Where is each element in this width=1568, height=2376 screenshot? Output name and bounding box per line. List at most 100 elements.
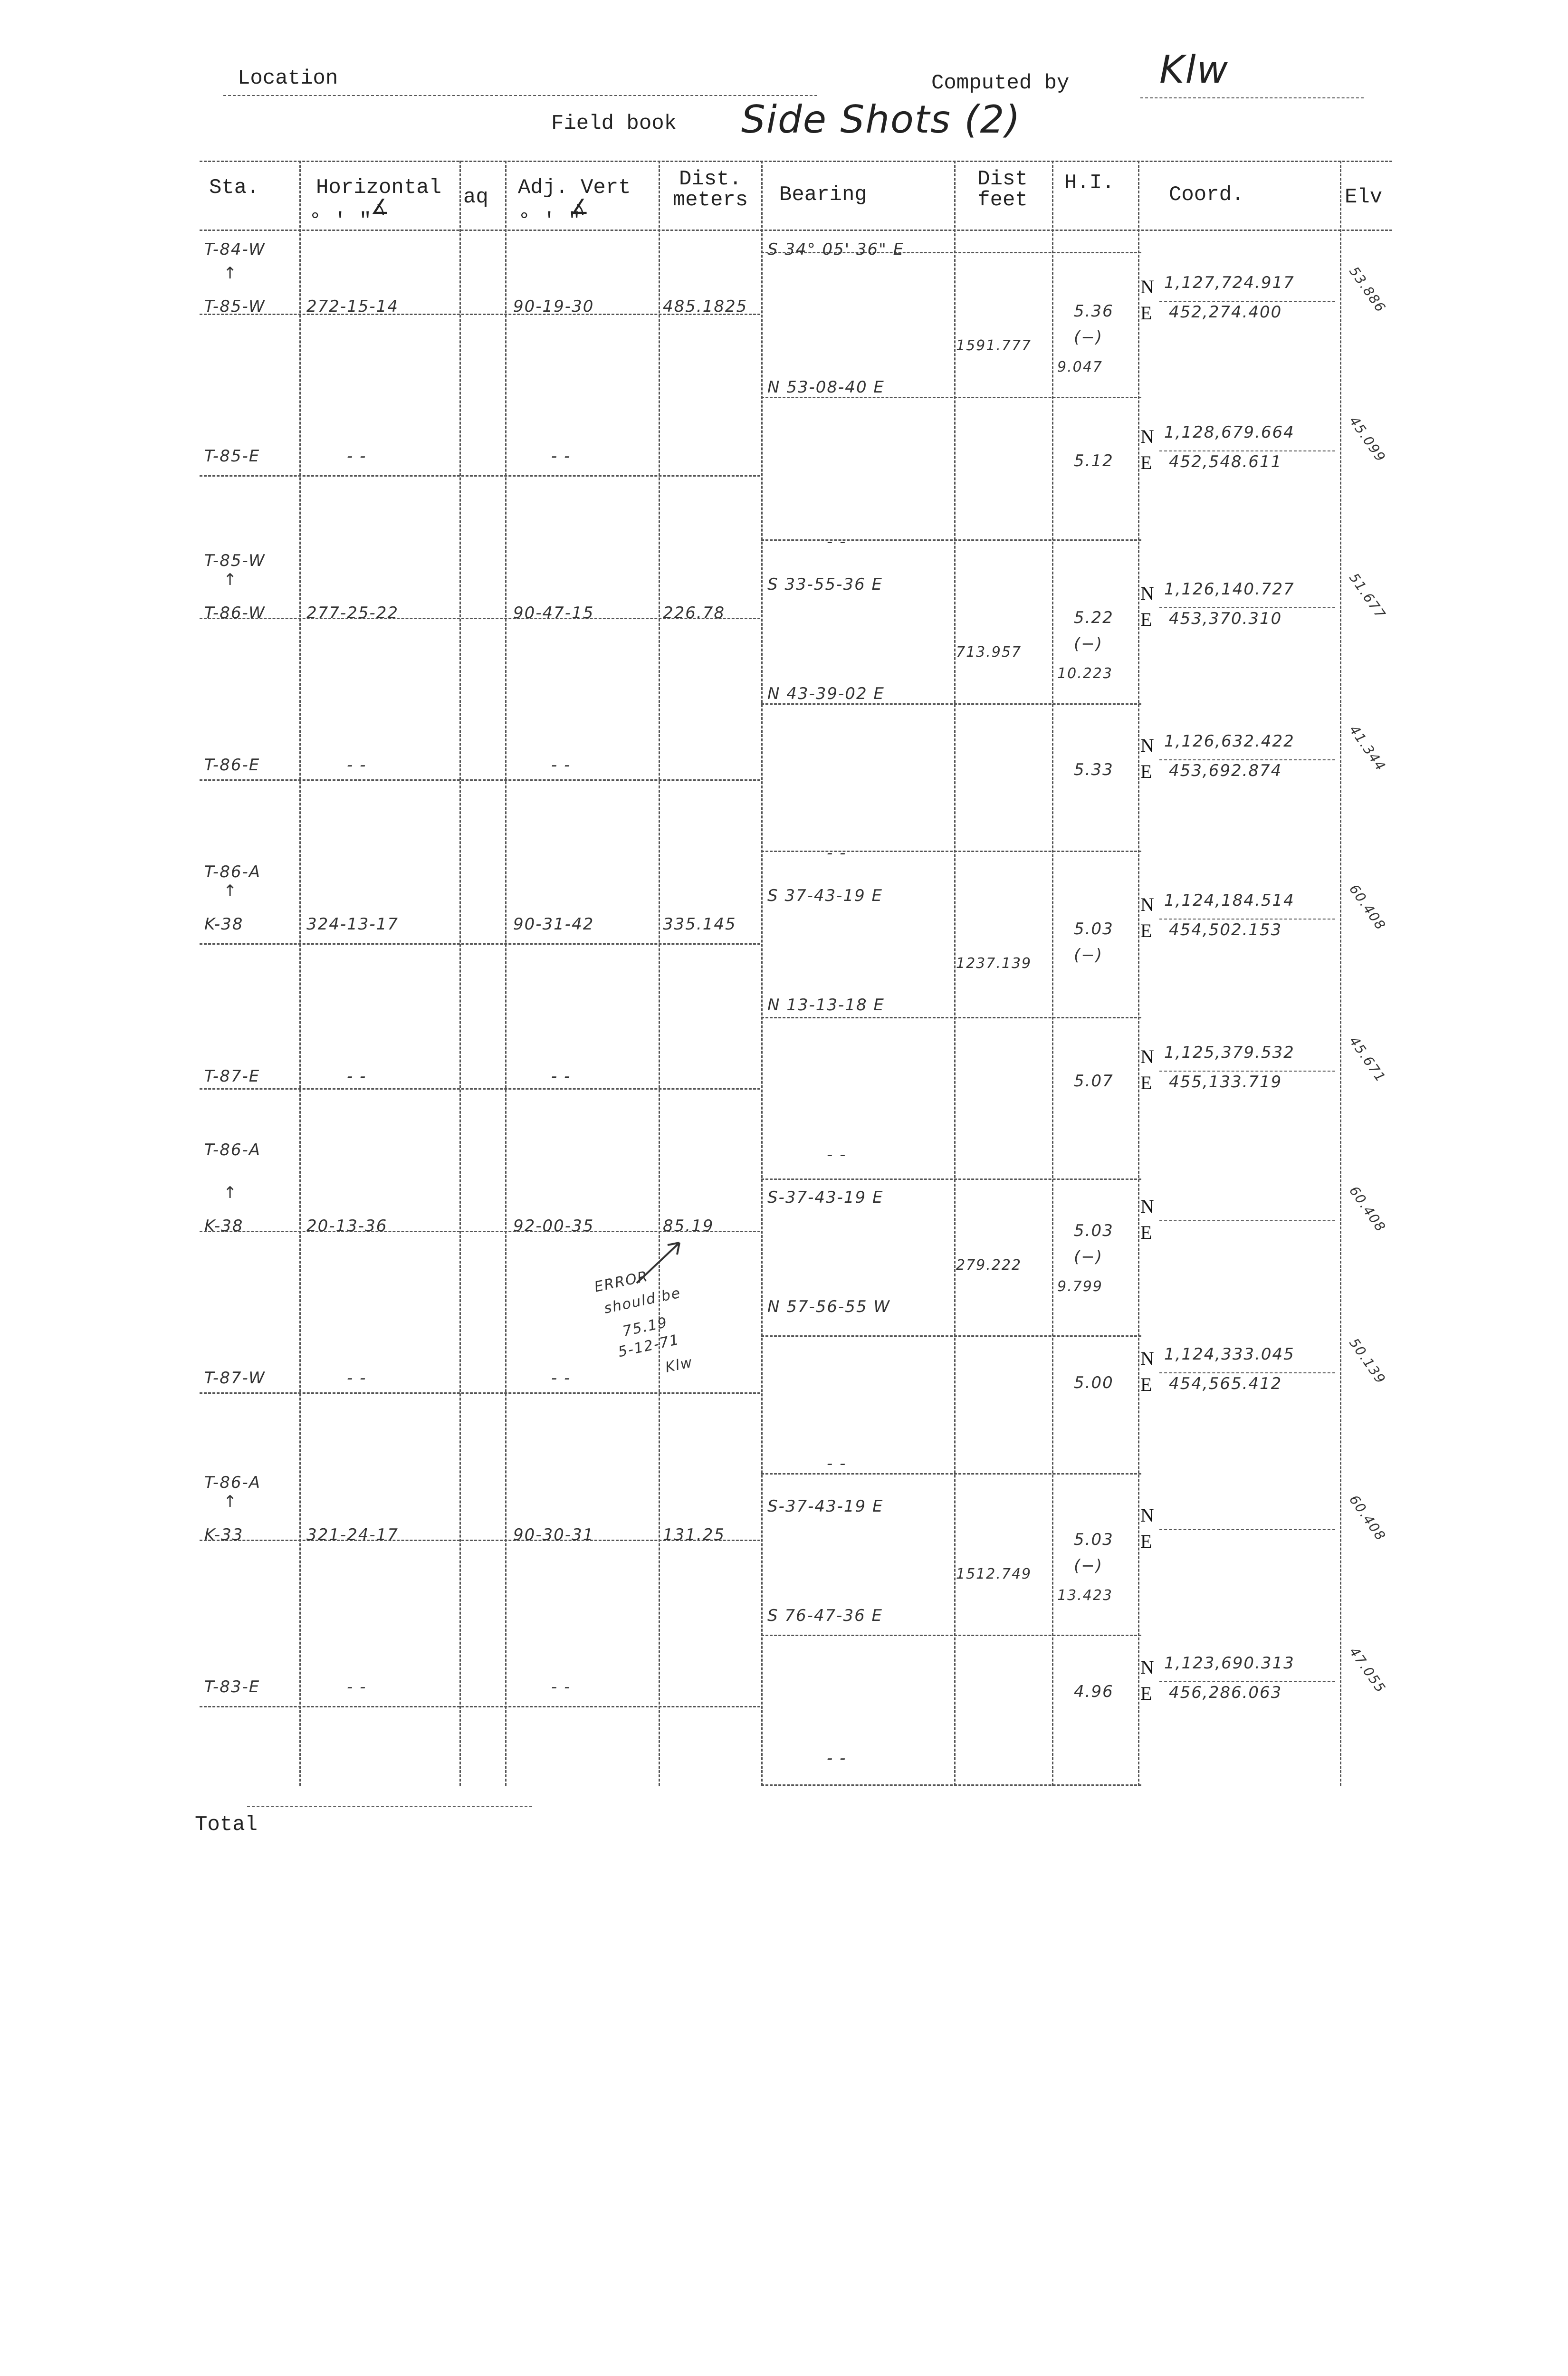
- station-label: K-38: [204, 1217, 244, 1236]
- horizontal-angle: - -: [347, 447, 367, 466]
- column-header-horizontal: Horizontal: [316, 176, 442, 200]
- east-coordinate: 452,548.611: [1169, 452, 1282, 471]
- vertical-angle: 90-47-15: [513, 604, 594, 623]
- elevation: 60.408: [1346, 881, 1389, 934]
- row-divider: [200, 1231, 760, 1232]
- horizontal-angle: - -: [347, 1067, 367, 1086]
- elevation: 53.886: [1346, 264, 1389, 316]
- bearing-back: S 34° 05' 36" E: [767, 240, 905, 259]
- north-label: N: [1140, 583, 1154, 604]
- computed-by-signature: Klw: [1159, 48, 1229, 92]
- east-coordinate: 456,286.063: [1169, 1683, 1282, 1702]
- location-field-line: [223, 95, 817, 96]
- coord-divider: [1159, 1372, 1335, 1373]
- elevation: 45.671: [1346, 1034, 1389, 1086]
- computed-by-field-line: [1140, 97, 1364, 98]
- coord-divider: [1159, 1071, 1335, 1072]
- bearing-forward: N 57-56-55 W: [767, 1297, 890, 1316]
- station-label: T-85-E: [204, 447, 260, 466]
- row-divider: [200, 1088, 760, 1090]
- annotation-arrow-icon: [636, 1242, 680, 1284]
- vertical-angle: 92-00-35: [513, 1217, 594, 1236]
- bearing-divider: [761, 1178, 1141, 1180]
- east-label: E: [1140, 1072, 1152, 1093]
- north-coordinate: 1,124,333.045: [1164, 1345, 1295, 1364]
- bearing-divider: [761, 539, 1141, 541]
- north-label: N: [1140, 1046, 1154, 1067]
- station-label: K-33: [204, 1525, 244, 1544]
- vertical-angle: 90-30-31: [513, 1525, 594, 1544]
- east-label: E: [1140, 452, 1152, 473]
- bearing-divider: [761, 1635, 1141, 1636]
- height-of-instrument: 5.03: [1074, 1221, 1114, 1240]
- bearing-forward: S 76-47-36 E: [767, 1606, 883, 1625]
- distance-meters: 335.145: [663, 915, 736, 934]
- hi-difference: 10.223: [1057, 665, 1113, 682]
- column-header-adj-vert: Adj. Vert: [518, 176, 631, 200]
- column-header-horizontal-units: ° ' ": [309, 209, 372, 233]
- distance-feet: 279.222: [956, 1257, 1022, 1274]
- bearing-forward: N 13-13-18 E: [767, 996, 885, 1015]
- coord-divider: [1159, 1681, 1335, 1682]
- height-of-instrument: 5.00: [1074, 1373, 1114, 1392]
- horizontal-angle: - -: [347, 756, 367, 775]
- elevation: 60.408: [1346, 1492, 1389, 1544]
- east-label: E: [1140, 1222, 1152, 1243]
- arrow-icon: ↑: [223, 264, 238, 283]
- station-label: T-87-E: [204, 1067, 260, 1086]
- station-label: T-85-W: [204, 551, 266, 570]
- row-divider: [200, 1706, 760, 1707]
- table-top-line: [200, 161, 1392, 162]
- vertical-angle: - -: [551, 1369, 571, 1388]
- station-label: T-84-W: [204, 240, 266, 259]
- bearing-divider: [761, 1017, 1141, 1018]
- location-label: Location: [238, 67, 338, 90]
- coord-divider: [1159, 301, 1335, 302]
- bearing-bottom-line: [761, 1784, 1141, 1786]
- column-divider: [1340, 161, 1341, 1786]
- hi-sign: (−): [1074, 1556, 1103, 1575]
- column-header-aq: aq: [463, 185, 488, 209]
- north-label: N: [1140, 276, 1154, 297]
- east-label: E: [1140, 1374, 1152, 1395]
- hi-difference: 9.047: [1057, 359, 1103, 375]
- bearing-dash: - -: [827, 1454, 847, 1473]
- bearing-divider: [761, 851, 1141, 852]
- north-label: N: [1140, 426, 1154, 447]
- distance-feet: 1591.777: [956, 337, 1032, 354]
- hi-difference: 9.799: [1057, 1278, 1103, 1295]
- column-header-adj-vert-angle: ∡: [570, 197, 589, 220]
- north-label: N: [1140, 894, 1154, 915]
- column-header-coord: Coord.: [1169, 183, 1244, 207]
- bearing-divider: [761, 1473, 1141, 1475]
- total-label: Total: [195, 1813, 258, 1837]
- height-of-instrument: 5.03: [1074, 920, 1114, 939]
- header-bottom-line: [200, 230, 1392, 231]
- north-coordinate: 1,128,679.664: [1164, 423, 1295, 442]
- distance-meters: 226.78: [663, 604, 725, 623]
- elevation: 50.139: [1346, 1335, 1389, 1388]
- row-divider: [200, 943, 760, 945]
- vertical-angle: - -: [551, 756, 571, 775]
- distance-meters: 85.19: [663, 1217, 714, 1236]
- bearing-back: S-37-43-19 E: [767, 1188, 884, 1207]
- row-divider: [200, 475, 760, 477]
- station-label: T-87-W: [204, 1369, 266, 1388]
- east-coordinate: 453,370.310: [1169, 609, 1282, 628]
- coord-divider: [1159, 450, 1335, 451]
- column-divider: [954, 161, 956, 1786]
- distance-feet: 1512.749: [956, 1566, 1032, 1582]
- bearing-back: S 37-43-19 E: [767, 886, 883, 905]
- horizontal-angle: 277-25-22: [306, 604, 399, 623]
- north-label: N: [1140, 735, 1154, 756]
- column-divider: [1052, 161, 1053, 1786]
- arrow-icon: ↑: [223, 1492, 238, 1511]
- distance-feet: 713.957: [956, 644, 1022, 661]
- bearing-dash: - -: [827, 1749, 847, 1768]
- horizontal-angle: 324-13-17: [306, 915, 399, 934]
- bearing-back: S-37-43-19 E: [767, 1497, 884, 1516]
- station-label: T-86-W: [204, 604, 266, 623]
- coord-divider: [1159, 759, 1335, 760]
- column-header-sta: Sta.: [209, 176, 259, 200]
- east-label: E: [1140, 761, 1152, 782]
